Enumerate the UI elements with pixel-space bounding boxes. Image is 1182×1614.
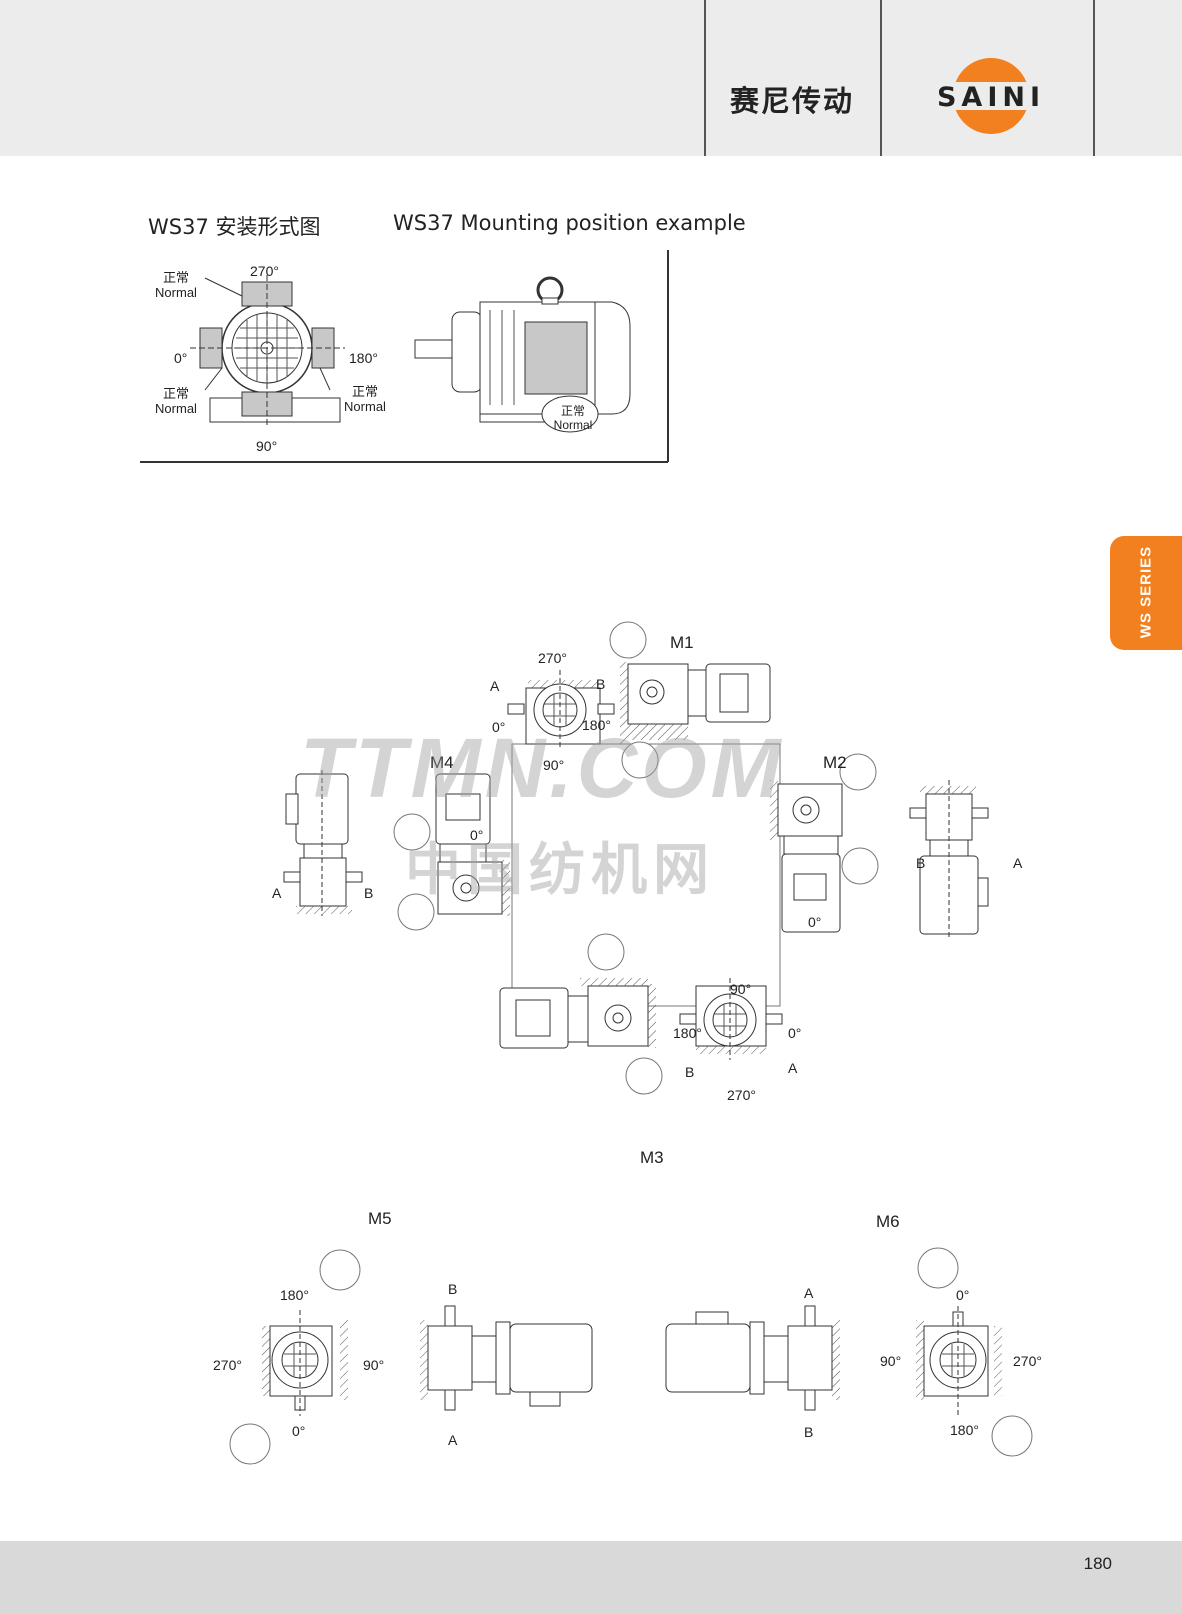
m1-end-view <box>507 670 615 748</box>
m5-shaft-b: B <box>448 1281 458 1297</box>
m4-side-view <box>283 770 363 916</box>
motor-end-view <box>190 275 345 425</box>
m2-label: M2 <box>823 753 847 772</box>
m6-angle-top: 0° <box>956 1287 970 1303</box>
m6-end-view <box>916 1247 1033 1457</box>
m2-motor-angle: 0° <box>808 914 822 930</box>
mounting-positions-diagram <box>283 621 989 1095</box>
m1-angle-right: 180° <box>582 717 611 733</box>
header-divider <box>704 0 706 156</box>
m2-gear-view <box>770 753 879 933</box>
m2-side-view <box>909 780 989 938</box>
page-header: 赛尼传动 SAINI <box>0 0 1182 156</box>
m3-side-view <box>499 933 663 1095</box>
m3-label: M3 <box>640 1148 664 1167</box>
normal-cn: 正常 <box>162 270 189 285</box>
series-tab-label: WS SERIES <box>1137 545 1155 639</box>
m2-shaft-b: B <box>916 855 926 871</box>
m5-angle-top: 180° <box>280 1287 309 1303</box>
m4-motor-angle: 0° <box>470 827 484 843</box>
section-title-en: WS37 Mounting position example <box>393 211 746 235</box>
motor-side-view <box>414 276 631 433</box>
m1-label: M1 <box>670 633 694 652</box>
normal-en: Normal <box>155 400 197 416</box>
page-footer: 180 <box>0 1541 1182 1614</box>
normal-label-side: 正常 Normal <box>546 404 600 433</box>
m6-side-view <box>665 1305 840 1411</box>
m3-shaft-b: B <box>685 1064 695 1080</box>
normal-label-right: 正常 Normal <box>338 384 392 415</box>
page-number: 180 <box>1083 1554 1112 1573</box>
m1-shaft-b: B <box>596 676 606 692</box>
normal-cn: 正常 <box>162 386 189 401</box>
m2-shaft-a: A <box>1013 855 1023 871</box>
m4-gear-view <box>393 773 510 931</box>
m5-angle-right: 90° <box>363 1357 385 1373</box>
watermark-cn: 中国纺机网 <box>405 838 715 903</box>
m6-label: M6 <box>876 1212 900 1231</box>
m5-shaft-a: A <box>448 1432 458 1448</box>
m1-angle-bottom: 90° <box>543 757 565 773</box>
example-angle-left: 0° <box>174 350 188 366</box>
m3-angle-top: 90° <box>730 981 752 997</box>
m3-angle-right: 0° <box>788 1025 802 1041</box>
m4-label: M4 <box>430 753 454 772</box>
mounting-positions-m5-m6 <box>229 1247 1033 1465</box>
m5-label: M5 <box>368 1209 392 1228</box>
m6-angle-bottom: 180° <box>950 1422 979 1438</box>
header-divider <box>880 0 882 156</box>
watermark-en: TTMN.COM <box>300 721 785 815</box>
example-angle-bottom: 90° <box>256 438 278 454</box>
header-divider <box>1093 0 1095 156</box>
normal-cn: 正常 <box>560 404 585 418</box>
normal-label-top: 正常 Normal <box>150 270 202 301</box>
m6-angle-right: 270° <box>1013 1353 1042 1369</box>
logo-mark <box>925 58 1057 134</box>
series-tab: WS SERIES <box>1110 536 1182 650</box>
normal-en: Normal <box>155 284 197 300</box>
m1-shaft-a: A <box>490 678 500 694</box>
m1-side-view <box>609 621 771 779</box>
m4-shaft-b: B <box>364 885 374 901</box>
m6-shaft-b: B <box>804 1424 814 1440</box>
example-angle-right: 180° <box>349 350 378 366</box>
m1-angle-left: 0° <box>492 719 506 735</box>
normal-label-left: 正常 Normal <box>150 386 202 417</box>
m3-end-view <box>679 978 783 1060</box>
m5-angle-bottom: 0° <box>292 1423 306 1439</box>
m5-angle-left: 270° <box>213 1357 242 1373</box>
m5-side-view <box>420 1305 593 1411</box>
section-title-cn: WS37 安装形式图 <box>148 215 321 239</box>
saini-logo: SAINI <box>925 56 1057 136</box>
m5-end-view <box>229 1249 361 1465</box>
m1-angle-top: 270° <box>538 650 567 666</box>
m3-angle-bottom: 270° <box>727 1087 756 1103</box>
m6-angle-left: 90° <box>880 1353 902 1369</box>
m3-shaft-a: A <box>788 1060 798 1076</box>
normal-cn: 正常 <box>351 384 378 399</box>
brand-name: 赛尼传动 <box>730 84 855 118</box>
normal-en: Normal <box>553 417 593 432</box>
m4-shaft-a: A <box>272 885 282 901</box>
m6-shaft-a: A <box>804 1285 814 1301</box>
normal-en: Normal <box>344 398 386 414</box>
mounting-example-figure <box>140 250 669 463</box>
example-angle-top: 270° <box>250 263 279 279</box>
logo-text: SAINI <box>936 82 1046 113</box>
m3-angle-left: 180° <box>673 1025 702 1041</box>
